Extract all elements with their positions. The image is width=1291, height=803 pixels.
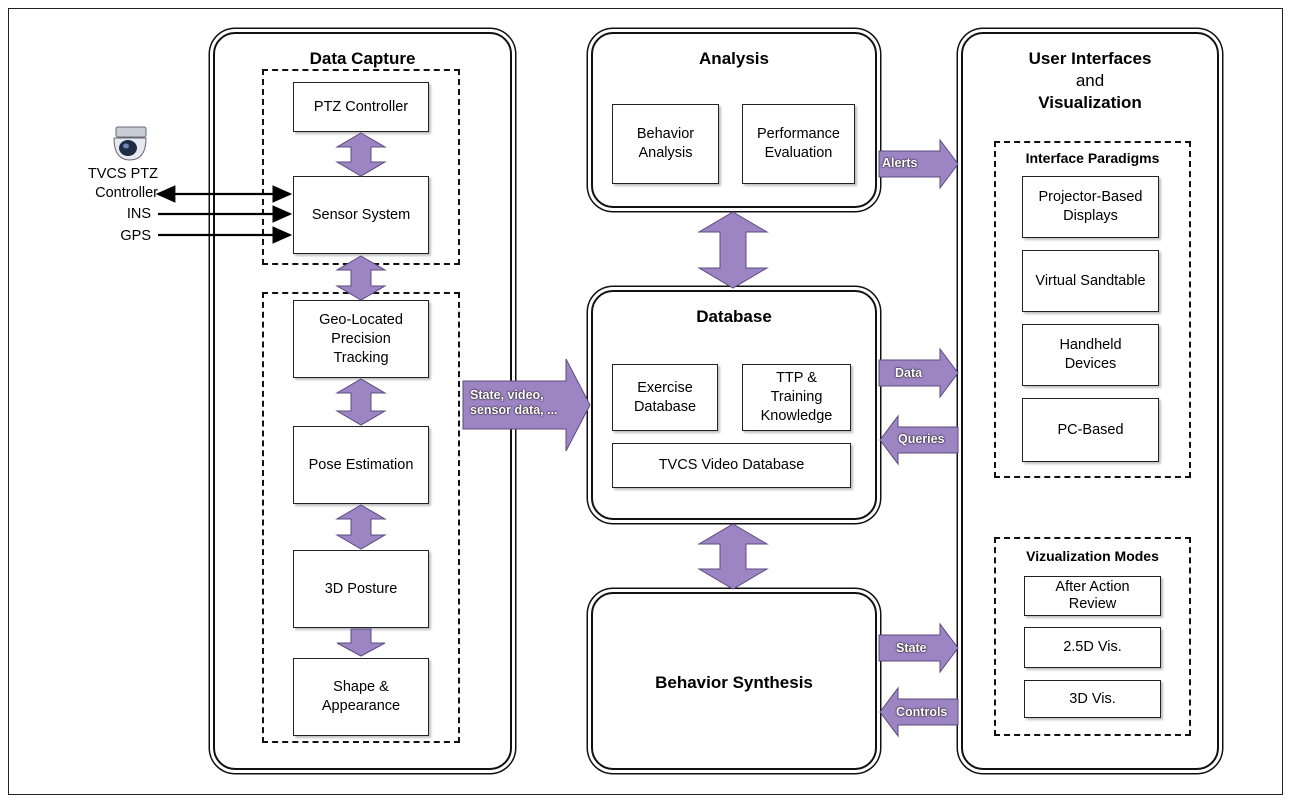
- figure-frame: [8, 8, 1283, 795]
- performance-evaluation-box: Performance Evaluation: [742, 104, 855, 184]
- controls-arrow-label: Controls: [896, 705, 948, 719]
- data-capture-title: Data Capture: [309, 49, 416, 68]
- paradigm-handheld-box: Handheld Devices: [1022, 324, 1159, 386]
- visualization-modes-group: Vizualization Modes: [994, 537, 1191, 736]
- pose-estimation-box: Pose Estimation: [293, 426, 429, 504]
- alerts-arrow-label: Alerts: [882, 156, 918, 170]
- interface-paradigms-group: Interface Paradigms: [994, 141, 1191, 478]
- data-arrow-label: Data: [895, 366, 923, 380]
- database-title: Database: [696, 307, 772, 326]
- ttp-training-knowledge-box: TTP & Training Knowledge: [742, 364, 851, 431]
- analysis-title: Analysis: [699, 49, 769, 68]
- ptz-controller-box: PTZ Controller: [293, 82, 429, 132]
- shape-appearance-box: Shape & Appearance: [293, 658, 429, 736]
- queries-arrow-label: Queries: [898, 432, 945, 446]
- geo-located-tracking-box: Geo-Located Precision Tracking: [293, 300, 429, 378]
- state-arrow-label: State: [896, 641, 927, 655]
- 3d-posture-box: 3D Posture: [293, 550, 429, 628]
- and-label: and: [1075, 71, 1105, 90]
- ins-label: INS: [126, 206, 151, 222]
- sensor-system-box: Sensor System: [293, 176, 429, 254]
- paradigm-pc-box: PC-Based: [1022, 398, 1159, 462]
- gps-label: GPS: [120, 228, 151, 244]
- mode-3d-box: 3D Vis.: [1024, 680, 1161, 718]
- paradigm-sandtable-box: Virtual Sandtable: [1022, 250, 1159, 312]
- tvcs-ptz-label: TVCS PTZ: [87, 166, 158, 182]
- behavior-synthesis-title: Behavior Synthesis: [655, 673, 813, 692]
- ptz-camera-icon: [106, 126, 148, 162]
- controller-label: Controller: [95, 185, 158, 201]
- behavior-synthesis-panel: Behavior Synthesis: [591, 592, 877, 770]
- behavior-analysis-box: Behavior Analysis: [612, 104, 719, 184]
- visualization-modes-title: Vizualization Modes: [1026, 548, 1159, 564]
- exercise-database-box: Exercise Database: [612, 364, 718, 431]
- paradigm-projector-box: Projector-Based Displays: [1022, 176, 1159, 238]
- tvcs-video-database-box: TVCS Video Database: [612, 443, 851, 488]
- interface-paradigms-title: Interface Paradigms: [1025, 150, 1160, 166]
- mode-aar-box: After Action Review: [1024, 576, 1161, 616]
- state-video-arrow-label: State, video, sensor data, ...: [470, 388, 558, 417]
- visualization-title: Visualization: [1038, 93, 1142, 112]
- mode-25d-box: 2.5D Vis.: [1024, 627, 1161, 668]
- user-interfaces-title: User Interfaces: [1028, 49, 1152, 68]
